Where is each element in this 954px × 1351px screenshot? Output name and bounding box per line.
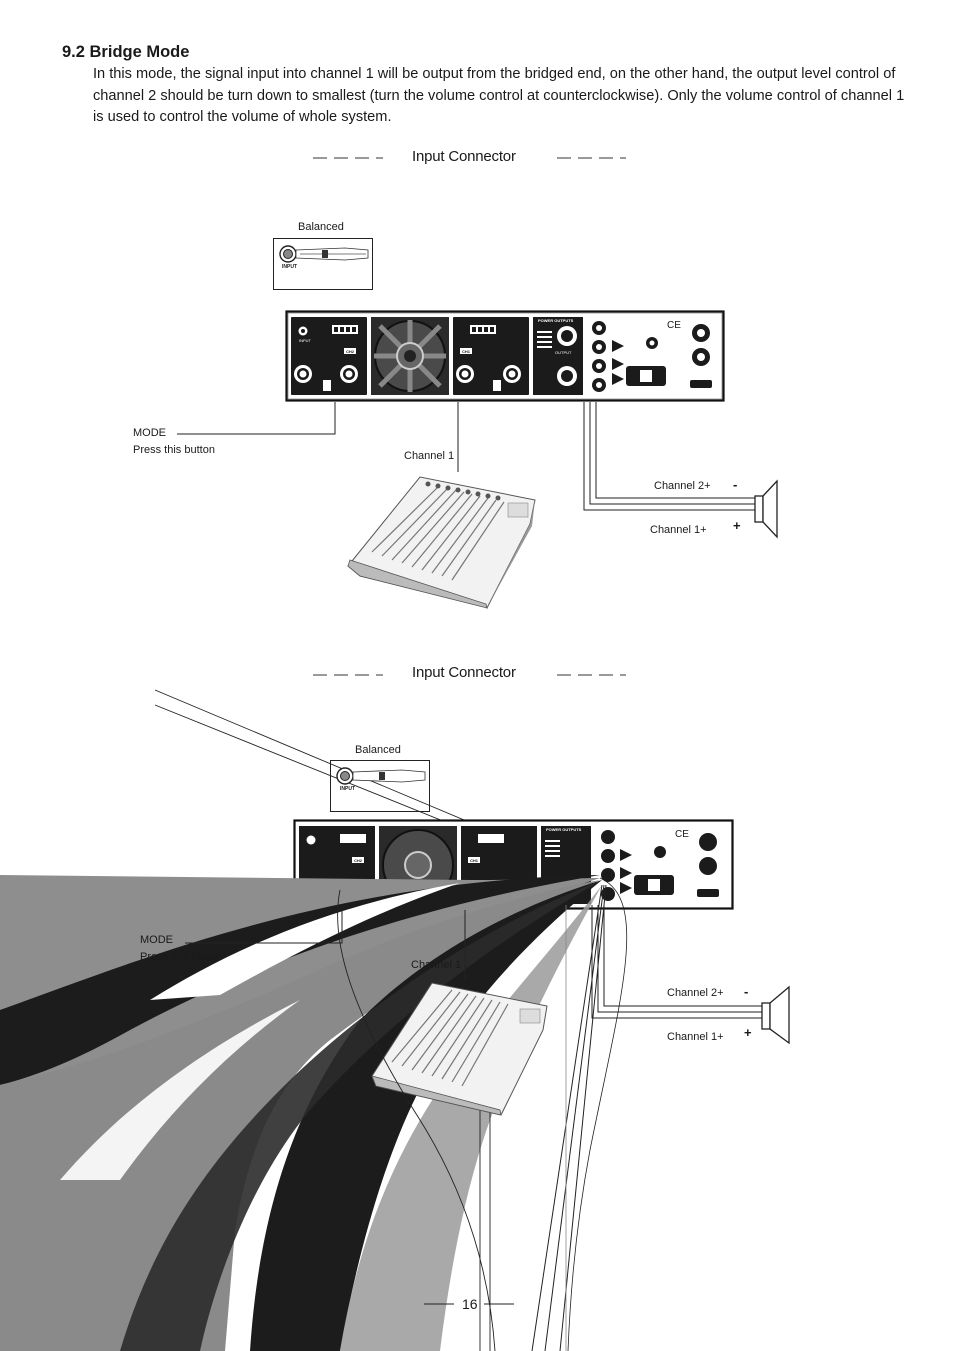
diagram-2-mode-label: MODE [140, 934, 173, 946]
diagram-2-heading: Input Connector [412, 664, 516, 681]
scan-artifact-swoosh [0, 875, 602, 1351]
diagram-1-connector-text: INPUT [282, 264, 297, 270]
diagram-1-channel1-label: Channel 1 [404, 450, 455, 462]
diagram-2-connector-text: INPUT [340, 786, 355, 792]
diagram-2-channel1-label: Channel 1 [411, 959, 462, 971]
panel-ch2-label: CH2 [346, 349, 355, 354]
panel-input-label-left: INPUT [299, 338, 311, 343]
diagram-1-heading: Input Connector [412, 148, 516, 165]
mixer-icon-2 [371, 982, 548, 1116]
diagram-1-plus-sign: + [733, 518, 741, 533]
diagram-2-connector-label: Balanced [355, 744, 401, 756]
speaker-icon [754, 479, 778, 539]
diagram-1-ch1-plus-label: Channel 1+ [650, 524, 707, 536]
diagram-2-minus-sign: - [744, 984, 749, 999]
diagram-2-plus-sign: + [744, 1025, 752, 1040]
diagram-1-mode-hint: Press this button [133, 444, 215, 456]
ce-mark-2: CE [675, 829, 689, 840]
intro-paragraph: In this mode, the signal input into chan… [93, 66, 905, 125]
page-number: 16 [462, 1296, 478, 1312]
panel-output-label: OUTPUT [555, 350, 572, 355]
diagram-2-ch1-plus-label: Channel 1+ [667, 1031, 724, 1043]
diagram-1-minus-sign: - [733, 477, 738, 492]
diagram-1-ch2-plus-label: Channel 2+ [654, 480, 711, 492]
xlr-connector-icon-2 [336, 767, 426, 785]
diagram-2-mode-hint: Press this button [140, 951, 222, 963]
diagram-2-ch2-plus-label: Channel 2+ [667, 987, 724, 999]
panel-2-ch2-label: CH2 [354, 858, 363, 863]
section-title: 9.2 Bridge Mode [62, 43, 190, 61]
xlr-connector-icon [279, 245, 369, 263]
panel-2-ch1-label: CH1 [470, 858, 479, 863]
diagram-1-mode-label: MODE [133, 427, 166, 439]
diagram-1-connector-label: Balanced [298, 221, 344, 233]
speaker-icon-2 [761, 985, 790, 1045]
panel-2-power-outputs-label: POWER OUTPUTS [546, 827, 582, 832]
mixer-icon [347, 476, 536, 610]
ce-mark: CE [667, 320, 681, 331]
panel-power-outputs-label: POWER OUTPUTS [538, 318, 574, 323]
panel-ch1-label: CH1 [462, 349, 471, 354]
amplifier-rear-panel [285, 310, 725, 402]
